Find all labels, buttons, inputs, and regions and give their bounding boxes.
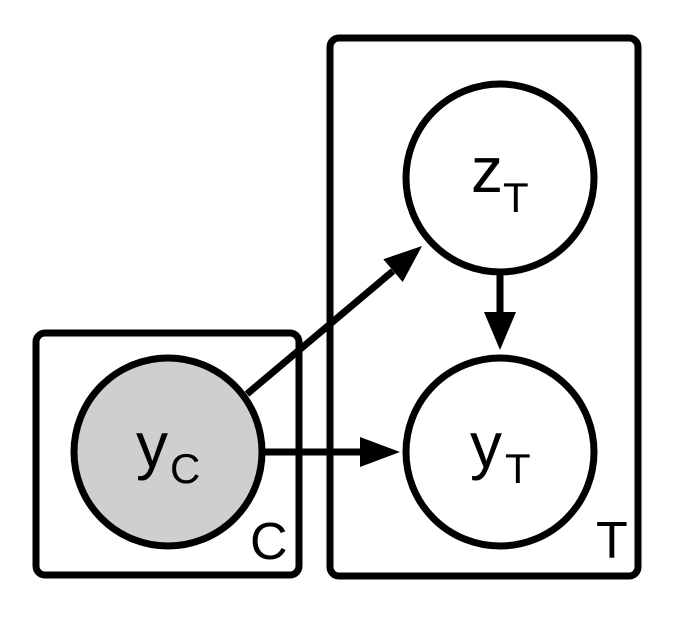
plate-c-label: C — [250, 513, 288, 571]
node-z-t-label-subscript: T — [503, 174, 529, 221]
plate-t-label: T — [596, 512, 628, 570]
node-y-c-circle — [70, 354, 266, 550]
edge-y-c-to-z-t-line — [244, 268, 396, 397]
node-y-t-label-main: y — [470, 409, 502, 481]
node-y-c-label-main: y — [136, 409, 168, 481]
edge-y-c-to-z-t-arrowhead — [383, 246, 422, 282]
plate-t-rect — [326, 34, 642, 580]
edge-z-t-to-y-t-arrowhead — [484, 312, 516, 350]
node-z-t-label-main: z — [471, 134, 503, 206]
node-y-c-label-subscript: C — [170, 445, 200, 492]
edge-y-c-to-y-t-arrowhead — [360, 437, 400, 467]
node-y-t-circle — [402, 354, 598, 550]
node-y-t-label-subscript: T — [505, 445, 531, 492]
